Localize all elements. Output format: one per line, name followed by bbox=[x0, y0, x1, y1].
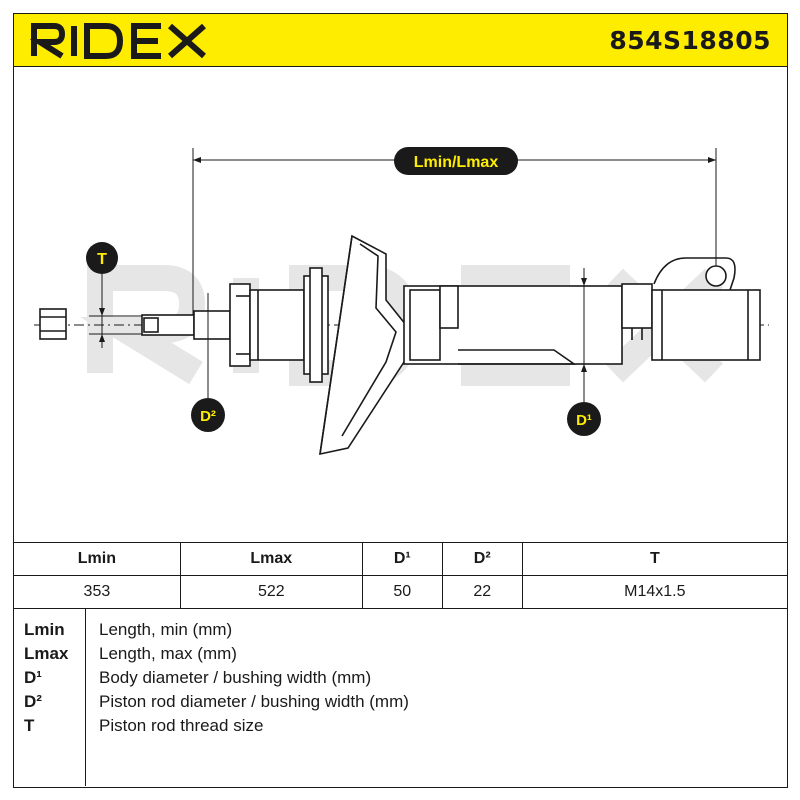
thread-label: T bbox=[86, 242, 118, 274]
rod-diameter-label: D² bbox=[191, 398, 225, 432]
spec-value: 50 bbox=[361, 575, 443, 609]
legend-key: D² bbox=[24, 692, 42, 711]
legend-key: Lmin bbox=[24, 620, 65, 639]
header-bar: 854S18805 bbox=[13, 13, 788, 67]
legend-desc: Body diameter / bushing width (mm) bbox=[99, 668, 372, 687]
legend-desc: Piston rod diameter / bushing width (mm) bbox=[99, 692, 409, 711]
svg-text:T: T bbox=[97, 251, 107, 268]
spec-value: 22 bbox=[441, 575, 523, 609]
spec-header: T bbox=[521, 542, 789, 576]
spec-value: 353 bbox=[13, 575, 181, 609]
specs-table: Lmin Lmax D¹ D² T 353 522 50 22 M14x1.5 bbox=[13, 542, 789, 609]
spec-header: D² bbox=[441, 542, 523, 576]
shock-absorber-drawing: Lmin/Lmax T D² D¹ bbox=[34, 147, 769, 456]
spec-header: Lmin bbox=[13, 542, 181, 576]
legend-key: D¹ bbox=[24, 668, 42, 687]
legend-key: T bbox=[24, 716, 35, 735]
length-label: Lmin/Lmax bbox=[394, 147, 518, 175]
specs-header-row: Lmin Lmax D¹ D² T bbox=[13, 542, 789, 576]
legend-desc: Length, max (mm) bbox=[99, 644, 237, 663]
specs-value-row: 353 522 50 22 M14x1.5 bbox=[13, 575, 789, 609]
svg-text:D¹: D¹ bbox=[576, 412, 592, 429]
legend-item: D¹ Body diameter / bushing width (mm) bbox=[14, 666, 787, 690]
legend-desc: Piston rod thread size bbox=[99, 716, 264, 735]
legend-item: T Piston rod thread size bbox=[14, 714, 787, 738]
legend-desc: Length, min (mm) bbox=[99, 620, 233, 639]
legend-divider bbox=[85, 608, 86, 786]
legend-item: Lmin Length, min (mm) bbox=[14, 618, 787, 642]
spec-header: Lmax bbox=[179, 542, 363, 576]
part-number: 854S18805 bbox=[609, 26, 771, 55]
svg-text:Lmin/Lmax: Lmin/Lmax bbox=[414, 154, 499, 171]
legend: Lmin Length, min (mm) Lmax Length, max (… bbox=[13, 608, 788, 788]
spec-value: 522 bbox=[179, 575, 363, 609]
body-diameter-label: D¹ bbox=[567, 402, 601, 436]
spec-header: D¹ bbox=[361, 542, 443, 576]
ridex-logo bbox=[30, 23, 206, 59]
spec-value: M14x1.5 bbox=[521, 575, 789, 609]
legend-item: Lmax Length, max (mm) bbox=[14, 642, 787, 666]
legend-item: D² Piston rod diameter / bushing width (… bbox=[14, 690, 787, 714]
svg-text:D²: D² bbox=[200, 408, 216, 425]
legend-key: Lmax bbox=[24, 644, 69, 663]
